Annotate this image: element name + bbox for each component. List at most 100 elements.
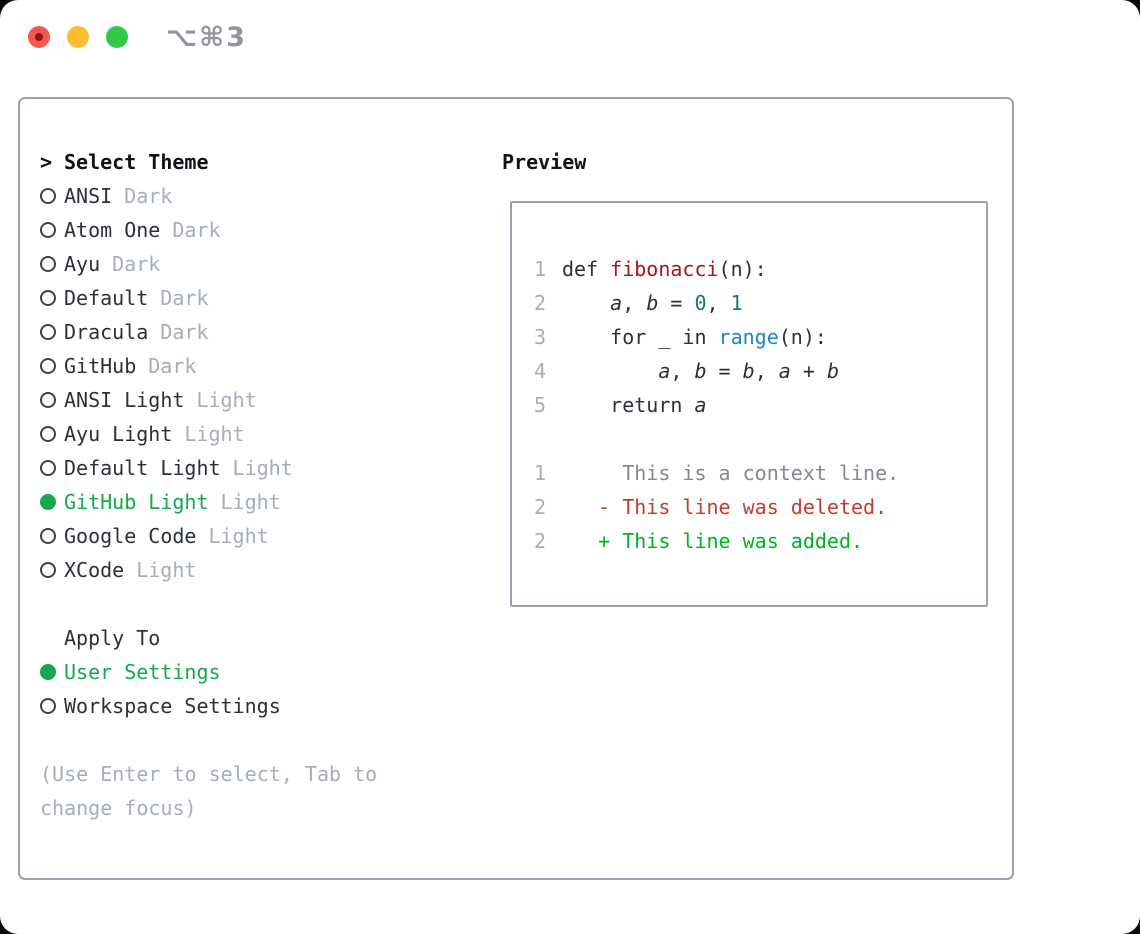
spacer xyxy=(40,723,480,757)
radio-unselected-icon xyxy=(40,188,64,204)
apply-to-option-label: Workspace Settings xyxy=(64,694,281,718)
diff-line: 1 This is a context line. xyxy=(532,456,986,490)
theme-variant: Dark xyxy=(160,286,209,310)
line-number: 2 xyxy=(533,291,546,315)
theme-name: ANSI xyxy=(64,184,113,208)
line-content: This is a context line. xyxy=(562,461,900,485)
radio-selected-icon xyxy=(40,494,64,510)
theme-name: Atom One xyxy=(64,218,161,242)
line-number: 1 xyxy=(533,461,546,485)
window-title: ⌥⌘3 xyxy=(166,22,247,53)
theme-option[interactable]: Ayu Light Light xyxy=(40,417,480,451)
theme-variant: Dark xyxy=(112,252,161,276)
code-line: 3 for _ in range(n): xyxy=(532,320,986,354)
line-content: return a xyxy=(562,393,707,417)
theme-option[interactable]: Google Code Light xyxy=(40,519,480,553)
radio-unselected-icon xyxy=(40,392,64,408)
line-number: 3 xyxy=(533,325,546,349)
line-content: + This line was added. xyxy=(562,529,864,553)
line-number: 2 xyxy=(533,529,546,553)
spacer xyxy=(532,422,986,456)
line-content: - This line was deleted. xyxy=(562,495,888,519)
apply-to-header-row: Apply To xyxy=(40,621,480,655)
radio-unselected-icon xyxy=(40,426,64,442)
theme-name: XCode xyxy=(64,558,125,582)
radio-unselected-icon xyxy=(40,562,64,578)
apply-to-option[interactable]: Workspace Settings xyxy=(40,689,480,723)
theme-variant: Dark xyxy=(160,320,209,344)
theme-name: Default Light xyxy=(64,456,221,480)
radio-unselected-icon xyxy=(40,324,64,340)
code-line: 5 return a xyxy=(532,388,986,422)
theme-name: GitHub xyxy=(64,354,137,378)
line-number: 2 xyxy=(533,495,546,519)
radio-unselected-icon xyxy=(40,698,64,714)
theme-variant: Dark xyxy=(124,184,173,208)
radio-unselected-icon xyxy=(40,290,64,306)
theme-name: Ayu Light xyxy=(64,422,173,446)
theme-variant: Light xyxy=(208,524,269,548)
line-content: def fibonacci(n): xyxy=(562,257,767,281)
theme-variant: Dark xyxy=(172,218,221,242)
line-content: a, b = 0, 1 xyxy=(610,291,743,315)
line-number: 5 xyxy=(533,393,546,417)
select-theme-header-row: > Select Theme xyxy=(40,145,480,179)
theme-option[interactable]: GitHub Dark xyxy=(40,349,480,383)
minimize-button[interactable] xyxy=(67,26,89,48)
close-button[interactable] xyxy=(28,26,50,48)
line-content: a, b = b, a + b xyxy=(658,359,839,383)
theme-name: GitHub Light xyxy=(64,490,209,514)
apply-to-option-label: User Settings xyxy=(64,660,221,684)
theme-option[interactable]: Atom One Dark xyxy=(40,213,480,247)
radio-unselected-icon xyxy=(40,222,64,238)
apply-to-option[interactable]: User Settings xyxy=(40,655,480,689)
code-line: 2 a, b = 0, 1 xyxy=(532,286,986,320)
theme-variant: Dark xyxy=(148,354,197,378)
apply-to-header: Apply To xyxy=(64,626,161,650)
line-number: 1 xyxy=(533,257,546,281)
theme-option[interactable]: XCode Light xyxy=(40,553,480,587)
theme-option[interactable]: Ayu Dark xyxy=(40,247,480,281)
line-number: 4 xyxy=(533,359,546,383)
theme-option[interactable]: ANSI Light Light xyxy=(40,383,480,417)
code-line: 4 a, b = b, a + b xyxy=(532,354,986,388)
theme-variant: Light xyxy=(136,558,197,582)
radio-unselected-icon xyxy=(40,528,64,544)
theme-name: ANSI Light xyxy=(64,388,185,412)
radio-selected-icon xyxy=(40,664,64,680)
radio-unselected-icon xyxy=(40,358,64,374)
theme-name: Dracula xyxy=(64,320,149,344)
diff-line: 2 + This line was added. xyxy=(532,524,986,558)
spacer xyxy=(40,587,480,621)
preview-header: Preview xyxy=(502,150,587,174)
zoom-button[interactable] xyxy=(106,26,128,48)
theme-option[interactable]: Dracula Dark xyxy=(40,315,480,349)
theme-variant: Light xyxy=(196,388,257,412)
theme-option[interactable]: ANSI Dark xyxy=(40,179,480,213)
code-line: 1 def fibonacci(n): xyxy=(532,252,986,286)
preview-header-row: Preview xyxy=(502,145,586,179)
diff-line: 2 - This line was deleted. xyxy=(532,490,986,524)
radio-unselected-icon xyxy=(40,460,64,476)
theme-variant: Light xyxy=(184,422,245,446)
select-theme-header: Select Theme xyxy=(64,150,209,174)
theme-name: Google Code xyxy=(64,524,197,548)
theme-name: Ayu xyxy=(64,252,101,276)
radio-unselected-icon xyxy=(40,256,64,272)
title-bar: ⌥⌘3 xyxy=(0,0,1140,97)
keyboard-hint: (Use Enter to select, Tab to change focu… xyxy=(40,762,378,820)
theme-name: Default xyxy=(64,286,149,310)
theme-option[interactable]: GitHub Light Light xyxy=(40,485,480,519)
line-content: for _ in range(n): xyxy=(562,325,827,349)
theme-variant: Light xyxy=(220,490,281,514)
theme-option[interactable]: Default Dark xyxy=(40,281,480,315)
cursor-icon: > xyxy=(40,150,53,174)
